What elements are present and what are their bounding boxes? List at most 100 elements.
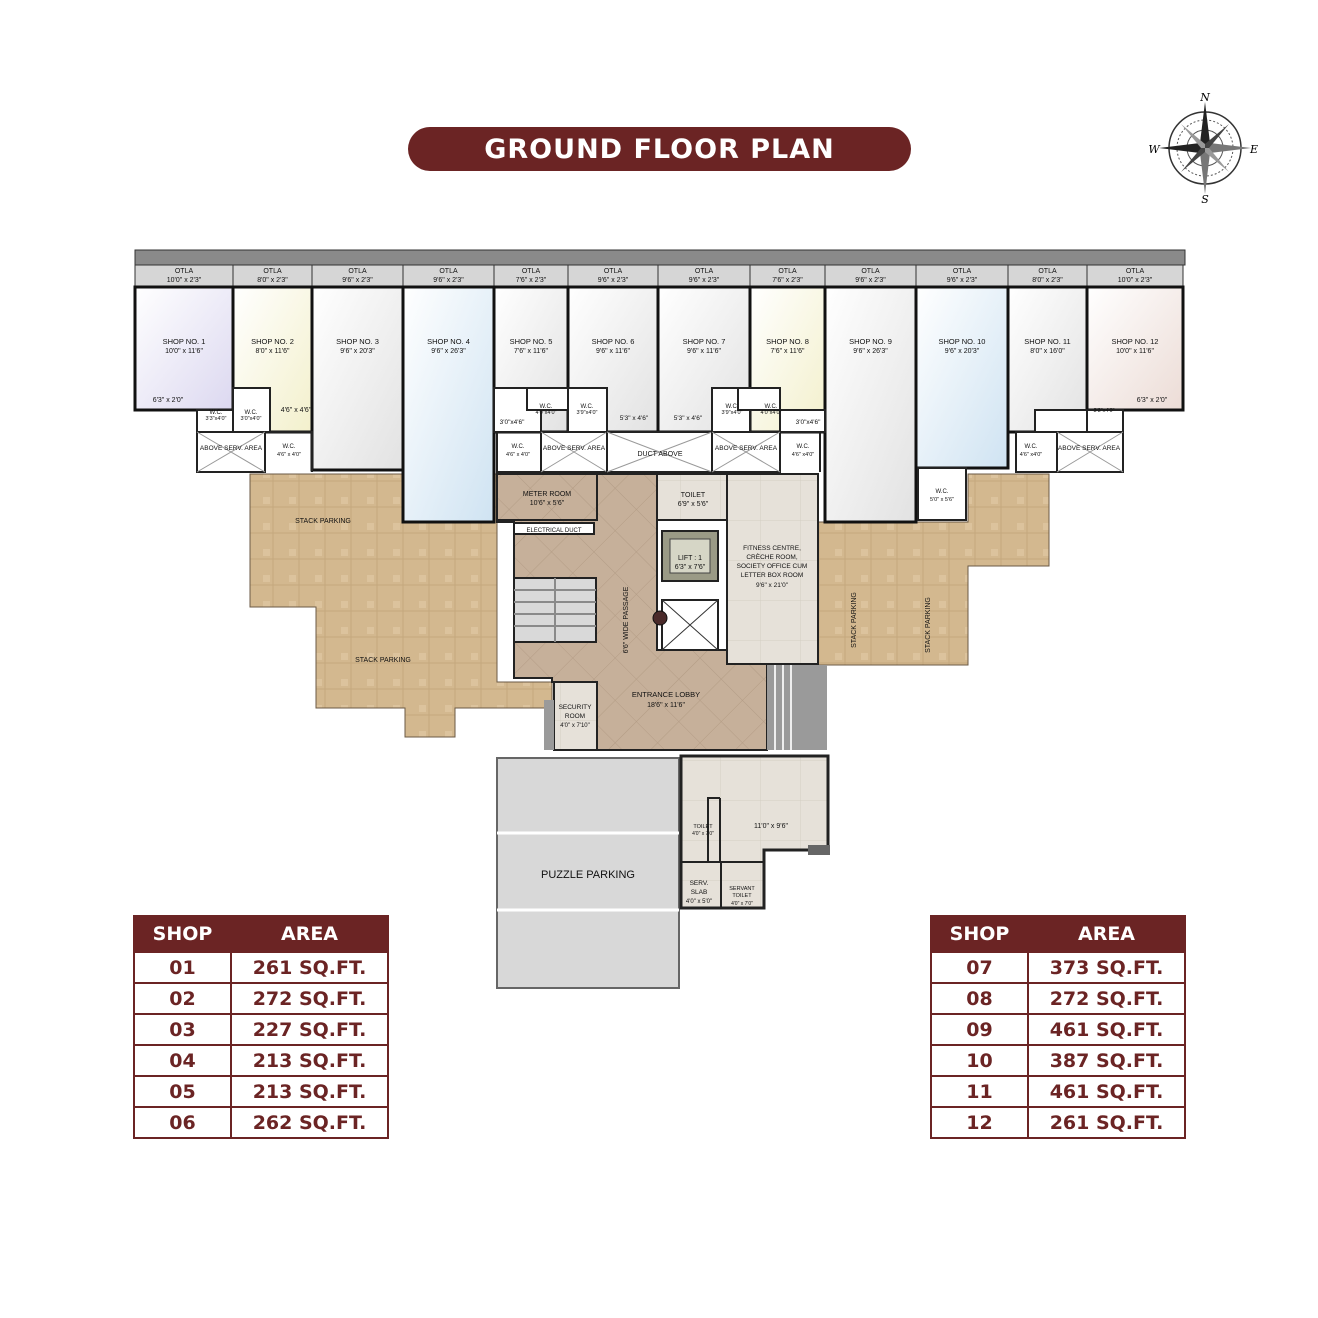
shop-number: 06 (133, 1106, 232, 1139)
otla-dim: 9'6" x 2'3" (598, 277, 629, 284)
meter-room-label: METER ROOM (523, 491, 571, 498)
shop-number: 08 (930, 982, 1029, 1015)
fitness-dim: 9'6" x 21'0" (756, 582, 789, 589)
col-shop: SHOP (133, 915, 232, 953)
shop-number: 11 (930, 1075, 1029, 1108)
wc-partition (737, 387, 781, 411)
shop-name: SHOP NO. 2 (251, 337, 294, 346)
shop-number: 01 (133, 951, 232, 984)
compass-east: E (1249, 143, 1258, 156)
staircase (513, 577, 597, 643)
otla-label: OTLA (1038, 268, 1057, 275)
otla-dim: 9'6" x 2'3" (947, 277, 978, 284)
servant-toilet-dim: 4'0" x 7'0" (731, 901, 753, 907)
dim-label: 3'0"x4'6" (500, 419, 525, 426)
shop-dim: 9'6" x 20'3" (340, 348, 375, 355)
otla-label: OTLA (263, 268, 282, 275)
fitness-label: LETTER BOX ROOM (741, 572, 803, 579)
otla-dim: 8'0" x 2'3" (257, 277, 288, 284)
fitness-label: FITNESS CENTRE, (743, 545, 801, 552)
otla-dim: 10'0" x 2'3" (167, 277, 202, 284)
col-shop: SHOP (930, 915, 1029, 953)
shop-name: SHOP NO. 5 (510, 337, 553, 346)
puzzle-parking-label: PUZZLE PARKING (541, 869, 635, 881)
wc-label: W.C. (245, 410, 258, 416)
shop-9 (823, 285, 918, 524)
otla-dim: 7'6" x 2'3" (772, 277, 803, 284)
shop-number: 04 (133, 1044, 232, 1077)
stack-parking-label: STACK PARKING (925, 597, 932, 653)
otla-label: OTLA (604, 268, 623, 275)
duct-above-label: DUCT ABOVE (638, 451, 683, 458)
stack-parking-left (249, 473, 553, 738)
shop-name: SHOP NO. 9 (849, 337, 892, 346)
above-serv-area-label: ABOVE SERV. AREA (200, 445, 263, 452)
toilet-label: TOILET (681, 492, 706, 499)
stack-parking-label: STACK PARKING (851, 592, 858, 648)
stack-parking-label: STACK PARKING (355, 657, 411, 664)
dim-label: 5'3" x 4'6" (620, 415, 649, 422)
lift-dim: 6'3" x 7'6" (675, 564, 706, 571)
serv-slab-label: SERV. (690, 880, 709, 887)
shop-name: SHOP NO. 11 (1024, 337, 1070, 346)
wc-dim: 4'0"x4'0" (761, 410, 782, 416)
serv-slab-dim: 4'0" x 5'0" (686, 899, 712, 905)
shop-name: SHOP NO. 6 (592, 337, 635, 346)
shop-dim: 8'0" x 16'0" (1030, 348, 1065, 355)
puzzle-parking (496, 757, 680, 989)
shop-3 (310, 285, 405, 472)
shop-dim: 9'6" x 11'6" (596, 348, 630, 355)
wc-partition (232, 387, 271, 433)
shop-name: SHOP NO. 7 (683, 337, 726, 346)
meter-room (496, 473, 598, 521)
shop-area: 213 SQ.FT. (230, 1044, 389, 1077)
otla-dim: 9'6" x 2'3" (433, 277, 464, 284)
otla-label: OTLA (953, 268, 972, 275)
toilet-label: TOILET (693, 824, 713, 830)
security-room-label: SECURITY (559, 704, 593, 711)
shop-area: 262 SQ.FT. (230, 1106, 389, 1139)
shop-number: 07 (930, 951, 1029, 984)
dim-label: 6'3" x 2'0" (1137, 397, 1168, 404)
above-serv-area-label: ABOVE SERV. AREA (543, 445, 606, 452)
shop-row (133, 264, 1185, 524)
wc-dim: 3'9"x4'0" (577, 410, 598, 416)
wc-dim: 4'6" x4'0" (792, 452, 815, 458)
shop-dim: 9'6" x 26'3" (853, 348, 888, 355)
serv-slab-label: SLAB (691, 889, 708, 896)
otla-dim: 9'6" x 2'3" (689, 277, 720, 284)
pillar-icon (652, 610, 668, 626)
wc-label: W.C. (1025, 444, 1038, 450)
shop-dim: 7'6" x 11'6" (514, 348, 548, 355)
wc-label: W.C. (540, 404, 553, 410)
shop-name: SHOP NO. 1 (163, 337, 206, 346)
shop-dim: 10'0" x 11'6" (165, 348, 203, 355)
entrance-lobby-label: ENTRANCE LOBBY (632, 690, 700, 699)
toilet-dim: 4'0" x 7'0" (692, 831, 714, 837)
dim-label: 3'3"x4'0" (1094, 408, 1115, 414)
compass-west: W (1148, 143, 1161, 156)
shop-number: 10 (930, 1044, 1029, 1077)
wc-label: W.C. (210, 410, 223, 416)
shop-1 (133, 285, 235, 412)
security-room-label: ROOM (565, 713, 585, 720)
shop-12 (1085, 285, 1185, 412)
shop-number: 03 (133, 1013, 232, 1046)
col-area: AREA (1027, 915, 1186, 953)
wc-label: W.C. (726, 404, 739, 410)
otla-label: OTLA (439, 268, 458, 275)
otla-dim: 7'6" x 2'3" (516, 277, 547, 284)
otla-dim: 8'0" x 2'3" (1032, 277, 1063, 284)
roof-band (134, 249, 1186, 266)
wc-dim: 4'0"x4'0" (536, 410, 557, 416)
shop-number: 05 (133, 1075, 232, 1108)
otla-label: OTLA (778, 268, 797, 275)
wc-label: W.C. (797, 444, 810, 450)
entrance-steps (767, 665, 827, 750)
